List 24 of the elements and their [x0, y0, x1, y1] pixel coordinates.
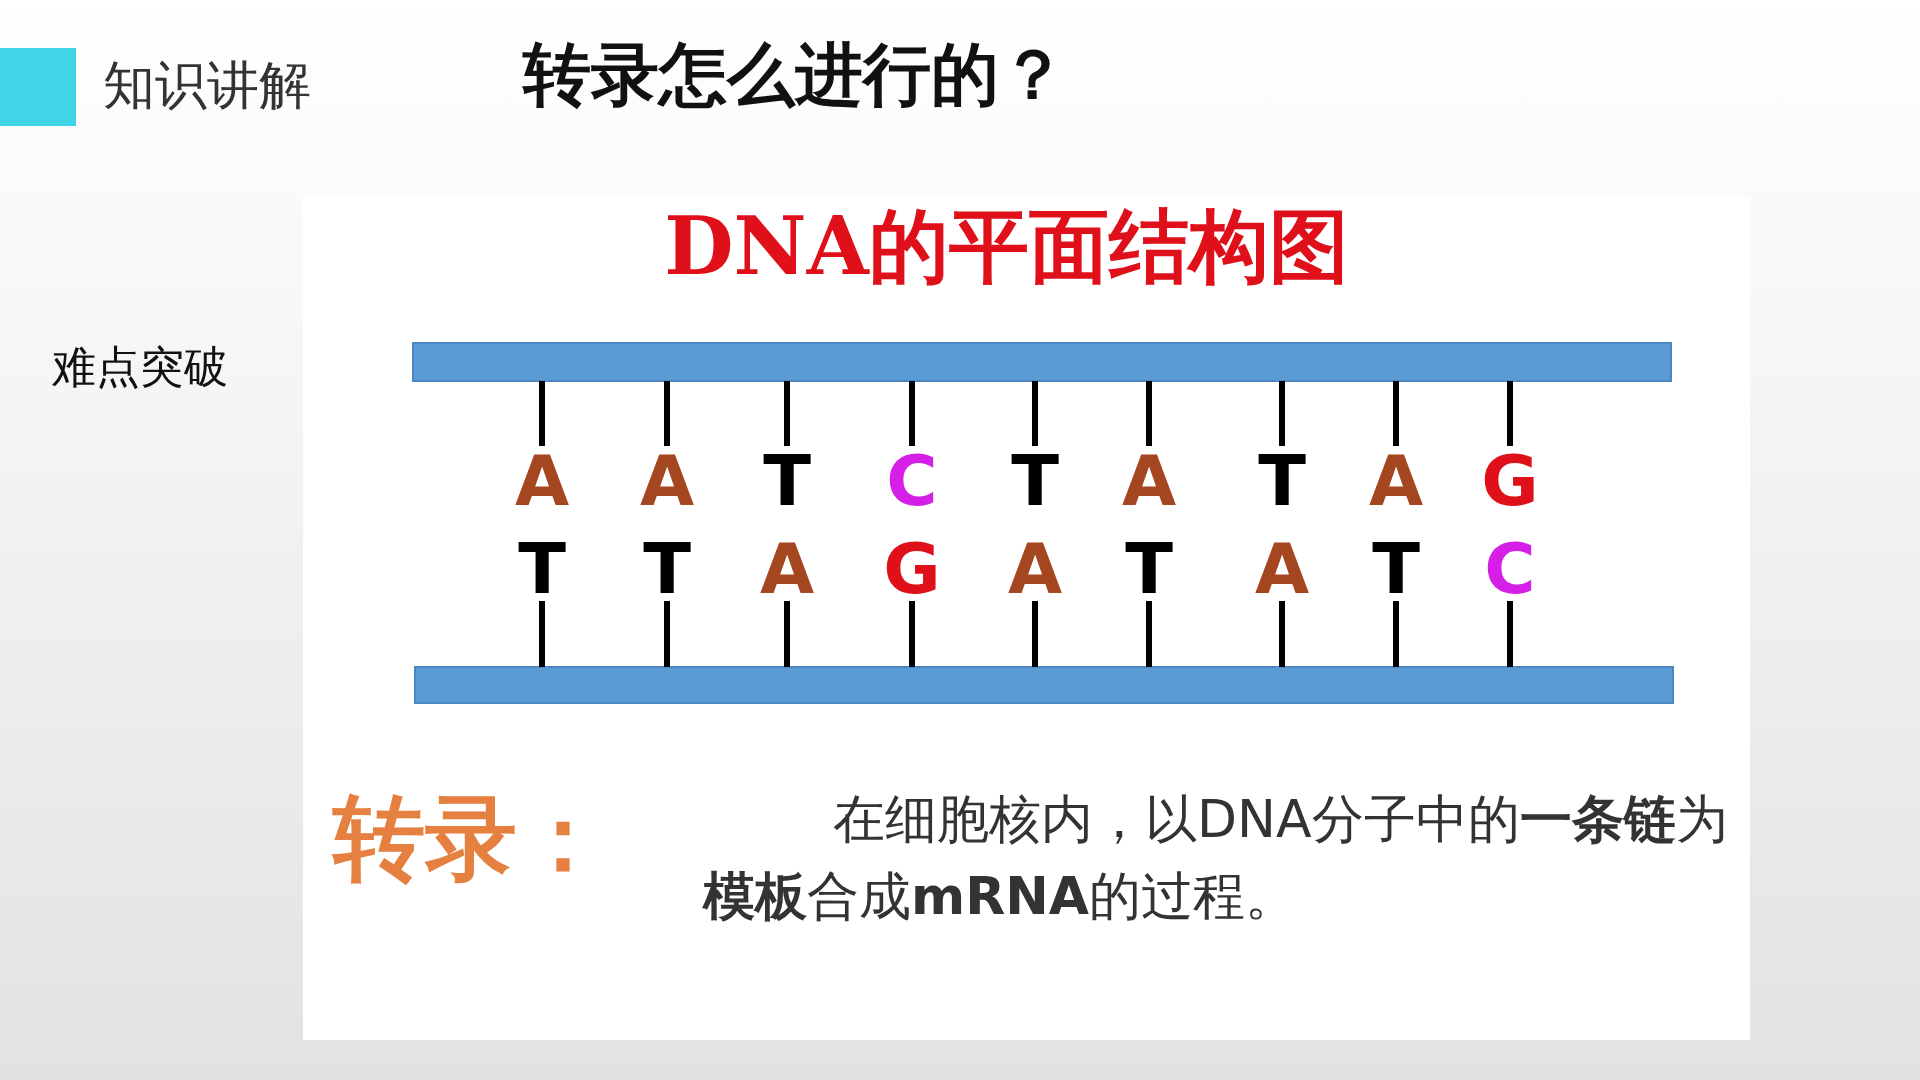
slide-title: 转录怎么进行的？: [523, 36, 1067, 115]
side-label: 难点突破: [52, 342, 228, 393]
section-heading: 知识讲解: [103, 56, 311, 116]
term-label: 转录：: [333, 786, 609, 892]
diagram-heading: DNA的平面结构图: [663, 200, 1350, 292]
base-letter: G: [1480, 441, 1540, 522]
base-letter: A: [1253, 529, 1311, 610]
base-letter: T: [517, 529, 567, 610]
base-letter: A: [1120, 441, 1178, 522]
base-letter: A: [638, 441, 696, 522]
base-letter: T: [1371, 529, 1421, 610]
base-letter: C: [885, 441, 939, 522]
base-letter: T: [762, 441, 812, 522]
definition-text: 在细胞核内，以DNA分子中的一条链为模板合成mRNA的过程。: [703, 788, 1729, 928]
base-letter: C: [1483, 529, 1537, 610]
base-letter: T: [642, 529, 692, 610]
base-letter: T: [1010, 441, 1060, 522]
base-letter: A: [1367, 441, 1425, 522]
base-letter: G: [882, 529, 942, 610]
base-letter: A: [758, 529, 816, 610]
base-letter: T: [1124, 529, 1174, 610]
base-letter: A: [1006, 529, 1064, 610]
base-letter: A: [513, 441, 571, 522]
base-letter: T: [1257, 441, 1307, 522]
